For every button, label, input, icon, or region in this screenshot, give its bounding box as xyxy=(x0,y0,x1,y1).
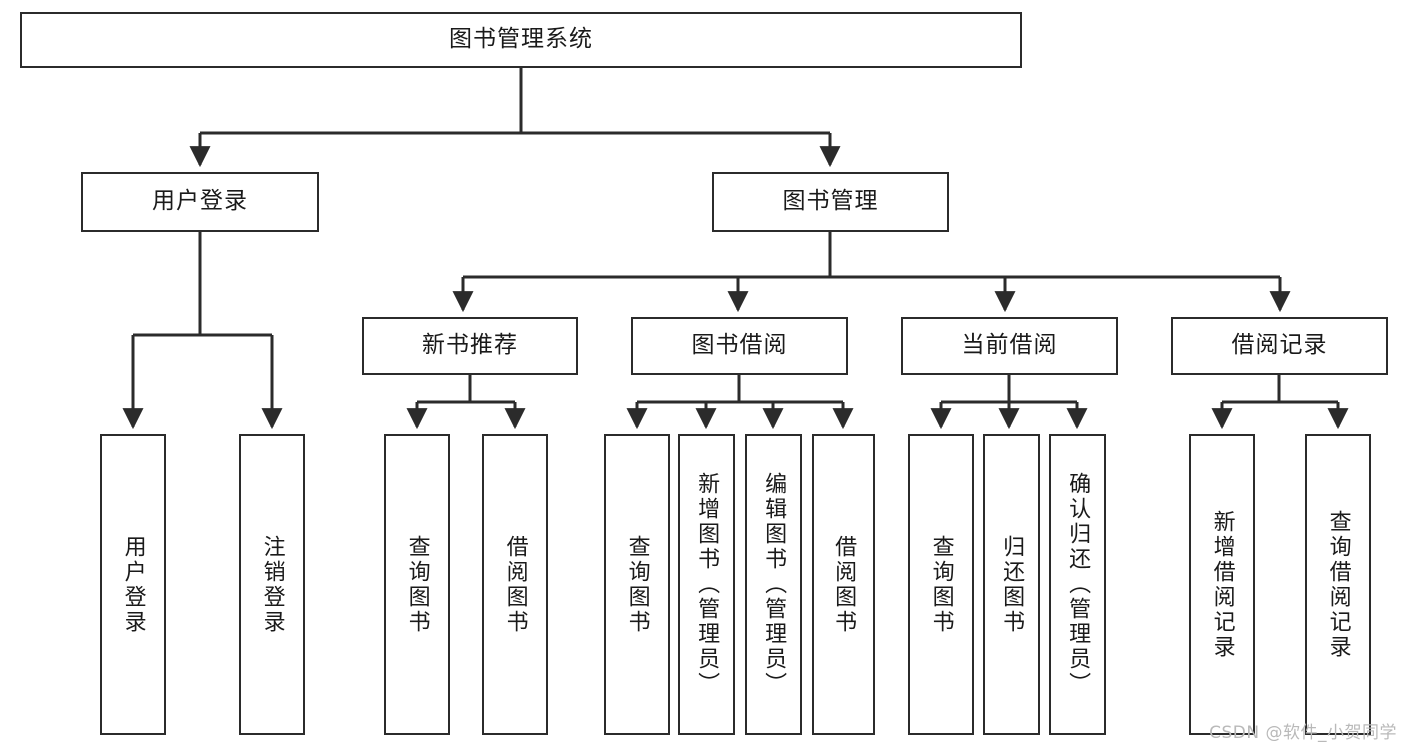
node-label: 注销登录 xyxy=(259,534,285,635)
node-label: 借阅图书 xyxy=(502,534,528,635)
node-leaf-query-book-borrow[interactable]: 查询图书 xyxy=(604,434,670,735)
node-leaf-add-borrow-record[interactable]: 新增借阅记录 xyxy=(1189,434,1255,735)
node-label: 图书管理系统 xyxy=(449,26,593,53)
node-leaf-user-login[interactable]: 用户登录 xyxy=(100,434,166,735)
node-label: 借阅图书 xyxy=(831,534,857,635)
node-label: 查询借阅记录 xyxy=(1325,509,1351,660)
node-leaf-return-book[interactable]: 归还图书 xyxy=(983,434,1040,735)
watermark-text: CSDN @软件_小贺同学 xyxy=(1209,723,1397,743)
node-leaf-borrow-book-recommend[interactable]: 借阅图书 xyxy=(482,434,548,735)
node-leaf-logout[interactable]: 注销登录 xyxy=(239,434,305,735)
node-leaf-query-book-current[interactable]: 查询图书 xyxy=(908,434,974,735)
node-leaf-add-book[interactable]: 新增图书（管理员） xyxy=(678,434,735,735)
node-label: 图书管理 xyxy=(782,188,879,215)
node-new-book-recommend[interactable]: 新书推荐 xyxy=(362,317,578,375)
node-label: 新增借阅记录 xyxy=(1209,509,1235,660)
node-label: 用户登录 xyxy=(120,534,146,635)
node-leaf-edit-book[interactable]: 编辑图书（管理员） xyxy=(745,434,802,735)
node-book-borrow[interactable]: 图书借阅 xyxy=(631,317,848,375)
node-user-login[interactable]: 用户登录 xyxy=(81,172,319,232)
node-label: 当前借阅 xyxy=(961,332,1058,359)
node-current-borrow[interactable]: 当前借阅 xyxy=(901,317,1118,375)
node-root-system[interactable]: 图书管理系统 xyxy=(20,12,1022,68)
node-label: 图书借阅 xyxy=(691,332,788,359)
node-label: 归还图书 xyxy=(999,534,1025,635)
node-label: 编辑图书（管理员） xyxy=(761,472,787,697)
node-book-management[interactable]: 图书管理 xyxy=(712,172,949,232)
node-label: 借阅记录 xyxy=(1231,332,1328,359)
node-leaf-query-borrow-record[interactable]: 查询借阅记录 xyxy=(1305,434,1371,735)
node-label: 新增图书（管理员） xyxy=(694,472,720,697)
node-borrow-record[interactable]: 借阅记录 xyxy=(1171,317,1388,375)
node-label: 确认归还（管理员） xyxy=(1065,472,1091,697)
node-leaf-borrow-book[interactable]: 借阅图书 xyxy=(812,434,875,735)
node-leaf-confirm-return[interactable]: 确认归还（管理员） xyxy=(1049,434,1106,735)
node-label: 查询图书 xyxy=(624,534,650,635)
node-leaf-query-book-recommend[interactable]: 查询图书 xyxy=(384,434,450,735)
node-label: 查询图书 xyxy=(928,534,954,635)
node-label: 新书推荐 xyxy=(422,332,518,359)
node-label: 用户登录 xyxy=(152,188,248,215)
node-label: 查询图书 xyxy=(404,534,430,635)
